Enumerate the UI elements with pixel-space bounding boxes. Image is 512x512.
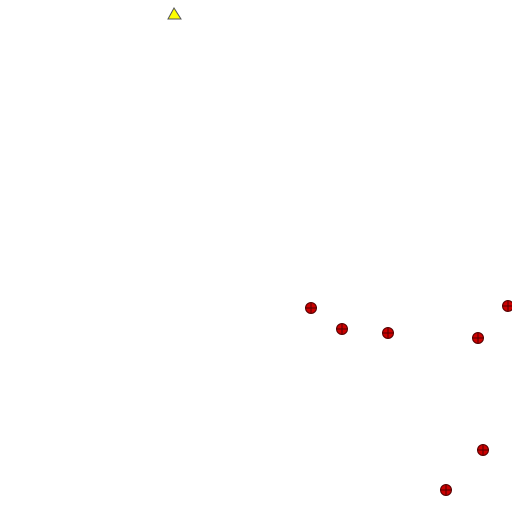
triangle-marker[interactable] (167, 7, 182, 20)
circle-marker[interactable] (336, 323, 348, 335)
circle-marker[interactable] (305, 302, 317, 314)
circle-marker[interactable] (440, 484, 452, 496)
circle-marker[interactable] (477, 444, 489, 456)
circle-marker[interactable] (382, 327, 394, 339)
circle-marker[interactable] (472, 332, 484, 344)
circle-marker[interactable] (502, 300, 512, 312)
markers-layer (167, 7, 512, 496)
